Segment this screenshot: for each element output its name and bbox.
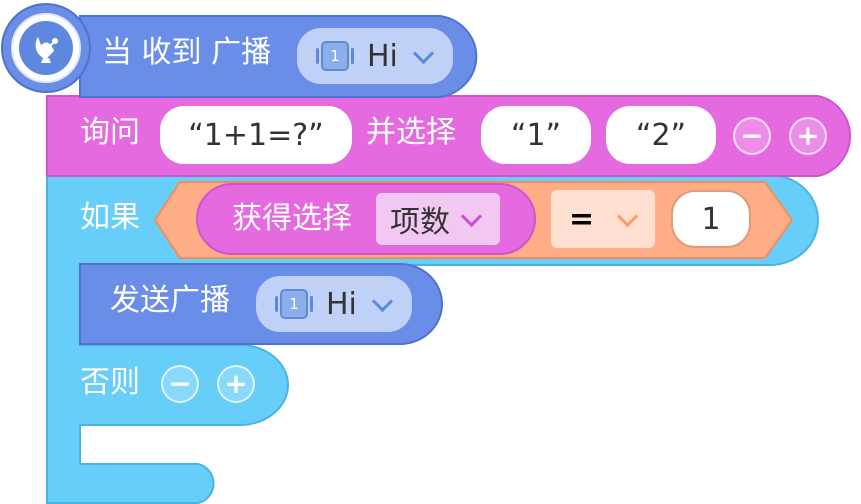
minus-icon: − xyxy=(740,119,764,152)
get-choice-dropdown-value: 项数 xyxy=(390,205,450,240)
else-remove-branch-button[interactable]: − xyxy=(161,365,199,403)
broadcast-message-value: Hi xyxy=(326,286,357,322)
hat-message-value: Hi xyxy=(367,38,398,74)
else-label: 否则 xyxy=(80,365,140,400)
operator-dropdown[interactable]: = xyxy=(551,190,655,248)
broadcast-label: 发送广播 xyxy=(110,283,230,318)
option-input-2[interactable]: “2” xyxy=(606,106,716,164)
hat-message-dropdown[interactable]: 1 Hi xyxy=(297,28,453,84)
ask-add-option-button[interactable]: + xyxy=(789,117,827,155)
get-choice-dropdown[interactable]: 项数 xyxy=(376,193,500,245)
message-badge-icon: 1 xyxy=(316,41,354,71)
compare-value-input[interactable]: 1 xyxy=(671,190,751,248)
plus-icon: + xyxy=(796,119,820,152)
plus-icon: + xyxy=(224,367,248,400)
message-badge-icon: 1 xyxy=(275,289,313,319)
else-add-branch-button[interactable]: + xyxy=(217,365,255,403)
ask-label: 询问 xyxy=(80,115,140,150)
get-choice-label: 获得选择 xyxy=(232,201,352,236)
option-input-1[interactable]: “1” xyxy=(481,106,591,164)
question-input[interactable]: “1+1=?” xyxy=(160,106,352,164)
chevron-down-icon xyxy=(371,290,394,312)
minus-icon: − xyxy=(168,367,192,400)
ask-remove-option-button[interactable]: − xyxy=(733,117,771,155)
broadcast-message-dropdown[interactable]: 1 Hi xyxy=(256,276,412,332)
get-choice-reporter[interactable]: 获得选择 项数 xyxy=(196,183,536,255)
broadcast-block[interactable]: 发送广播 1 Hi xyxy=(80,264,442,344)
operator-value: = xyxy=(569,201,595,237)
choose-label: 并选择 xyxy=(366,115,456,150)
hat-block-label: 当 收到 广播 xyxy=(102,35,272,70)
if-label: 如果 xyxy=(80,200,140,235)
satellite-dish-icon xyxy=(29,31,63,65)
